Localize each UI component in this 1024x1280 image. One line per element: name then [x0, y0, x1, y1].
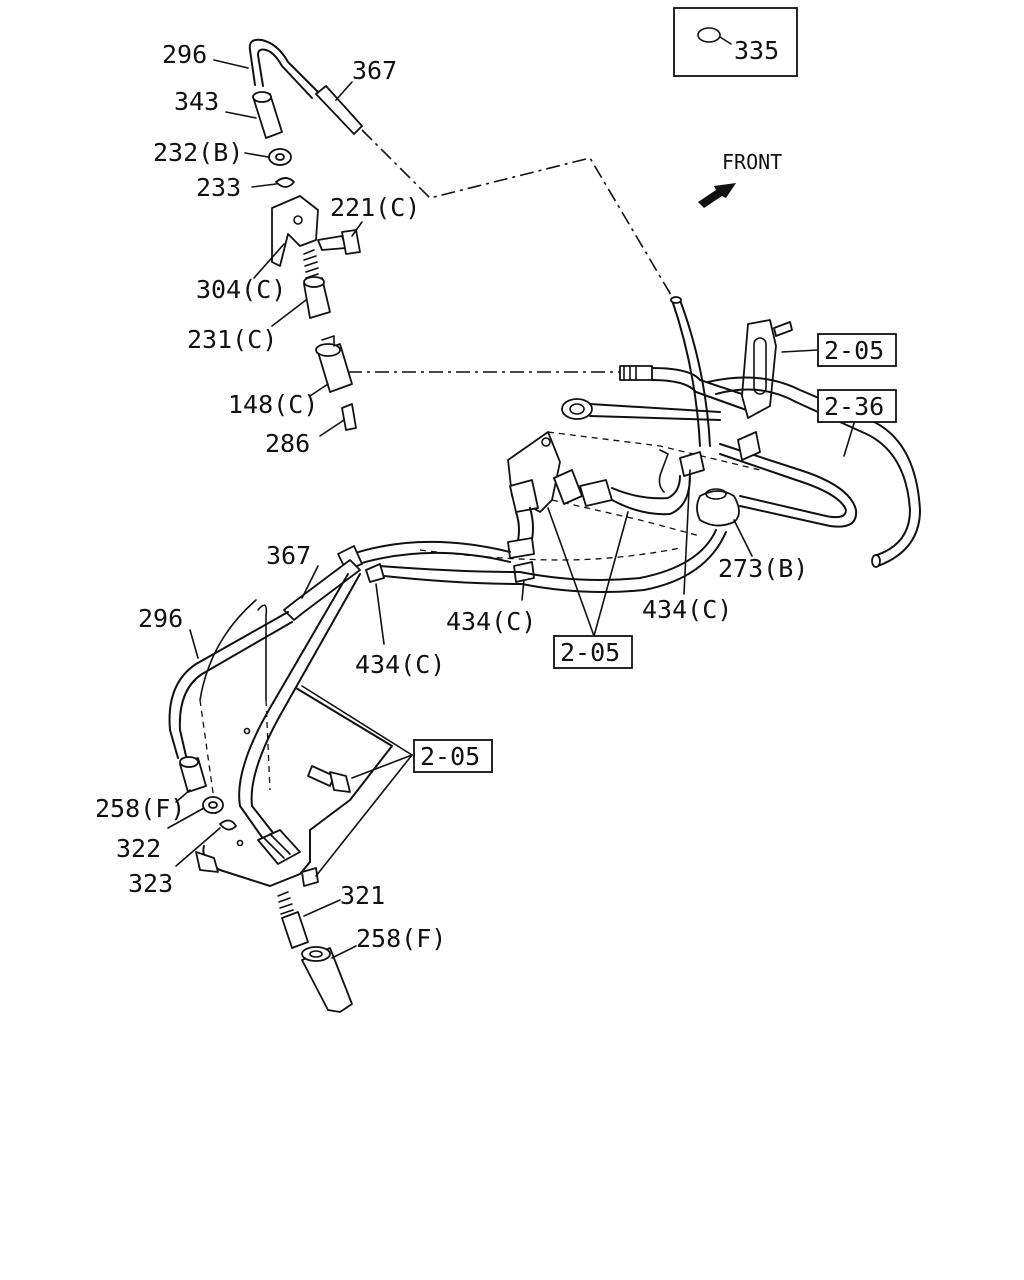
ref-2-36: 2-36	[824, 392, 884, 421]
callout-296-bottom: 296	[138, 604, 183, 633]
hose-367-lower	[283, 559, 361, 621]
part-233-washer	[275, 177, 295, 188]
fitting-stack	[252, 91, 361, 431]
front-arrow-icon	[698, 183, 736, 208]
grommet-273b	[696, 490, 740, 527]
callout-231c: 231(C)	[187, 325, 277, 354]
right-assembly	[507, 296, 921, 583]
callout-434c-middle: 434(C)	[446, 607, 536, 636]
callout-296-top: 296	[162, 40, 207, 69]
front-label: FRONT	[722, 150, 782, 174]
o-ring-icon	[697, 27, 721, 43]
leader-lines	[167, 59, 856, 959]
ref-2-05-lower: 2-05	[420, 742, 480, 771]
bracket-304c	[271, 195, 319, 267]
callout-304c: 304(C)	[196, 275, 286, 304]
callout-273b: 273(B)	[718, 554, 808, 583]
callout-233: 233	[196, 173, 241, 202]
callout-321: 321	[340, 881, 385, 910]
callout-148c: 148(C)	[228, 390, 318, 419]
callout-221c: 221(C)	[330, 193, 420, 222]
legend-box: 335	[673, 7, 798, 77]
lower-assembly	[168, 529, 727, 1013]
legend-label: 335	[734, 36, 779, 65]
clamp-434c-right	[679, 451, 705, 477]
callout-labels: 296 367 343 232(B) 233 221(C) 304(C) 231…	[95, 40, 808, 953]
callout-232b: 232(B)	[153, 138, 243, 167]
callout-367-top: 367	[352, 56, 397, 85]
clamp-right	[737, 431, 761, 461]
callout-434c-right: 434(C)	[642, 595, 732, 624]
callout-286: 286	[265, 429, 310, 458]
callout-434c-left: 434(C)	[355, 650, 445, 679]
front-indicator: FRONT	[698, 150, 782, 208]
callout-323: 323	[128, 869, 173, 898]
hose-route-centerline	[361, 129, 675, 301]
part-323-washer	[219, 819, 237, 831]
callout-258f-lower: 258(F)	[356, 924, 446, 953]
upper-pipe-296	[248, 38, 363, 135]
part-286	[341, 403, 357, 431]
callout-258f-upper: 258(F)	[95, 794, 185, 823]
callout-367-bottom: 367	[266, 541, 311, 570]
bracket-upper-right	[741, 319, 777, 419]
reference-boxes: 2-05 2-36 2-05 2-05	[413, 333, 897, 773]
callout-343: 343	[174, 87, 219, 116]
bolt-221c	[317, 235, 347, 251]
callout-322: 322	[116, 834, 161, 863]
ref-2-05-upper: 2-05	[824, 336, 884, 365]
bolt-lower	[307, 765, 335, 787]
banjo-fitting	[561, 398, 593, 420]
hose-367-sleeve	[315, 85, 363, 135]
ref-2-05-middle: 2-05	[560, 638, 620, 667]
part-321	[281, 911, 309, 949]
